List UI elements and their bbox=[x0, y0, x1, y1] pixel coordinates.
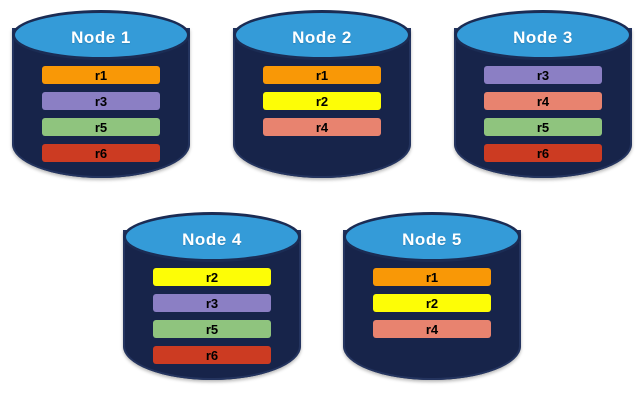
replica-bar-r4[interactable]: r4 bbox=[484, 92, 602, 110]
replica-bar-r1[interactable]: r1 bbox=[42, 66, 160, 84]
cylinder-top-disc: Node 1 bbox=[12, 10, 190, 60]
replica-stack: r1 r2 r4 bbox=[373, 268, 491, 338]
replica-bar-r2[interactable]: r2 bbox=[153, 268, 271, 286]
replica-stack: r1 r2 r4 bbox=[263, 66, 381, 136]
replica-bar-r6[interactable]: r6 bbox=[42, 144, 160, 162]
replica-bar-r5[interactable]: r5 bbox=[153, 320, 271, 338]
node-label: Node 2 bbox=[292, 27, 352, 47]
replica-bar-r3[interactable]: r3 bbox=[153, 294, 271, 312]
node-label: Node 5 bbox=[402, 229, 462, 249]
node-label: Node 1 bbox=[71, 27, 131, 47]
replica-bar-r1[interactable]: r1 bbox=[263, 66, 381, 84]
replica-bar-r2[interactable]: r2 bbox=[373, 294, 491, 312]
database-node-5[interactable]: Node 5 r1 r2 r4 bbox=[339, 208, 525, 394]
replica-bar-r4[interactable]: r4 bbox=[263, 118, 381, 136]
replica-bar-r6[interactable]: r6 bbox=[153, 346, 271, 364]
database-node-3[interactable]: Node 3 r3 r4 r5 r6 bbox=[450, 6, 636, 192]
node-label: Node 3 bbox=[513, 27, 573, 47]
replica-bar-r1[interactable]: r1 bbox=[373, 268, 491, 286]
cylinder-top-disc: Node 2 bbox=[233, 10, 411, 60]
replica-bar-r5[interactable]: r5 bbox=[484, 118, 602, 136]
database-node-4[interactable]: Node 4 r2 r3 r5 r6 bbox=[119, 208, 305, 394]
node-label: Node 4 bbox=[182, 229, 242, 249]
replica-bar-r6[interactable]: r6 bbox=[484, 144, 602, 162]
replica-bar-r4[interactable]: r4 bbox=[373, 320, 491, 338]
cylinder-top-disc: Node 5 bbox=[343, 212, 521, 262]
database-node-1[interactable]: Node 1 r1 r3 r5 r6 bbox=[8, 6, 194, 192]
replica-bar-r3[interactable]: r3 bbox=[484, 66, 602, 84]
cylinder-top-disc: Node 3 bbox=[454, 10, 632, 60]
replica-bar-r2[interactable]: r2 bbox=[263, 92, 381, 110]
replica-stack: r3 r4 r5 r6 bbox=[484, 66, 602, 162]
replica-stack: r2 r3 r5 r6 bbox=[153, 268, 271, 364]
database-node-2[interactable]: Node 2 r1 r2 r4 bbox=[229, 6, 415, 192]
cylinder-top-disc: Node 4 bbox=[123, 212, 301, 262]
replica-bar-r5[interactable]: r5 bbox=[42, 118, 160, 136]
replica-stack: r1 r3 r5 r6 bbox=[42, 66, 160, 162]
replica-bar-r3[interactable]: r3 bbox=[42, 92, 160, 110]
